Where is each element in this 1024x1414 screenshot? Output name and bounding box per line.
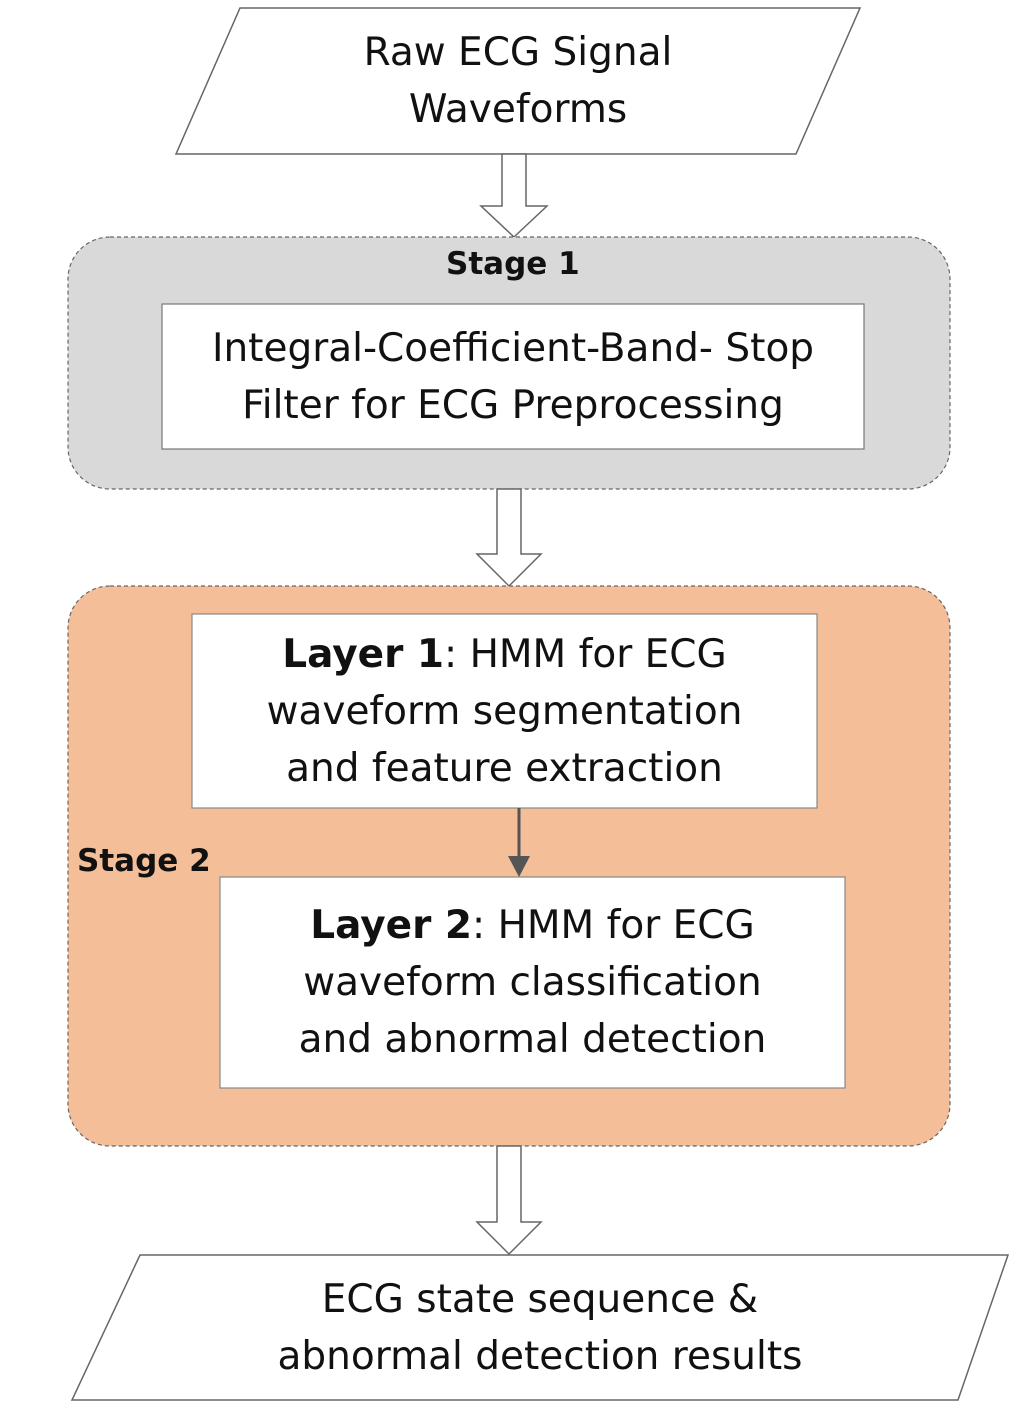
layer2-line-2: waveform classification (303, 960, 762, 1005)
layer2-line-1-rest: : HMM for ECG (472, 903, 755, 948)
layer2-line-3: and abnormal detection (298, 1017, 767, 1062)
output-line-2: abnormal detection results (277, 1333, 803, 1379)
input-label: Raw ECG Signal Waveforms (176, 8, 860, 154)
layer1-line-1-rest: : HMM for ECG (444, 631, 727, 677)
input-line-1: Raw ECG Signal (363, 30, 673, 75)
output-label: ECG state sequence & abnormal detection … (106, 1255, 974, 1400)
stage1-label: Stage 1 (446, 246, 580, 282)
stage2-label: Stage 2 (77, 843, 211, 879)
layer1-line-3: and feature extraction (286, 745, 723, 791)
stage1-filter-text: Integral-Coefficient-Band- Stop Filter f… (162, 304, 864, 449)
stage1-filter-box (161, 303, 865, 450)
arrow-layer1-to-layer2-head (508, 856, 530, 877)
arrow-stage2-to-output (475, 1145, 543, 1256)
arrow-stage1-to-stage2 (475, 488, 543, 588)
layer1-line-2: waveform segmentation (266, 688, 743, 734)
stage1-filter-line-2: Filter for ECG Preprocessing (242, 382, 784, 428)
layer1-name: Layer 1 (282, 631, 445, 677)
stage1-filter-line-1: Integral-Coefficient-Band- Stop (211, 325, 815, 371)
layer1-box (191, 613, 818, 809)
output-parallelogram (70, 1254, 1010, 1401)
arrow-input-to-stage1 (479, 153, 549, 239)
layer2-line-1: Layer 2: HMM for ECG (310, 897, 754, 954)
layer2-box (219, 876, 846, 1089)
layer1-text: Layer 1: HMM for ECG waveform segmentati… (192, 614, 817, 808)
input-parallelogram (174, 7, 862, 155)
layer1-line-1: Layer 1: HMM for ECG (282, 626, 726, 683)
output-line-1: ECG state sequence & (321, 1276, 759, 1322)
input-line-2: Waveforms (408, 87, 628, 132)
layer2-name: Layer 2 (310, 903, 473, 948)
layer2-text: Layer 2: HMM for ECG waveform classifica… (220, 877, 845, 1088)
